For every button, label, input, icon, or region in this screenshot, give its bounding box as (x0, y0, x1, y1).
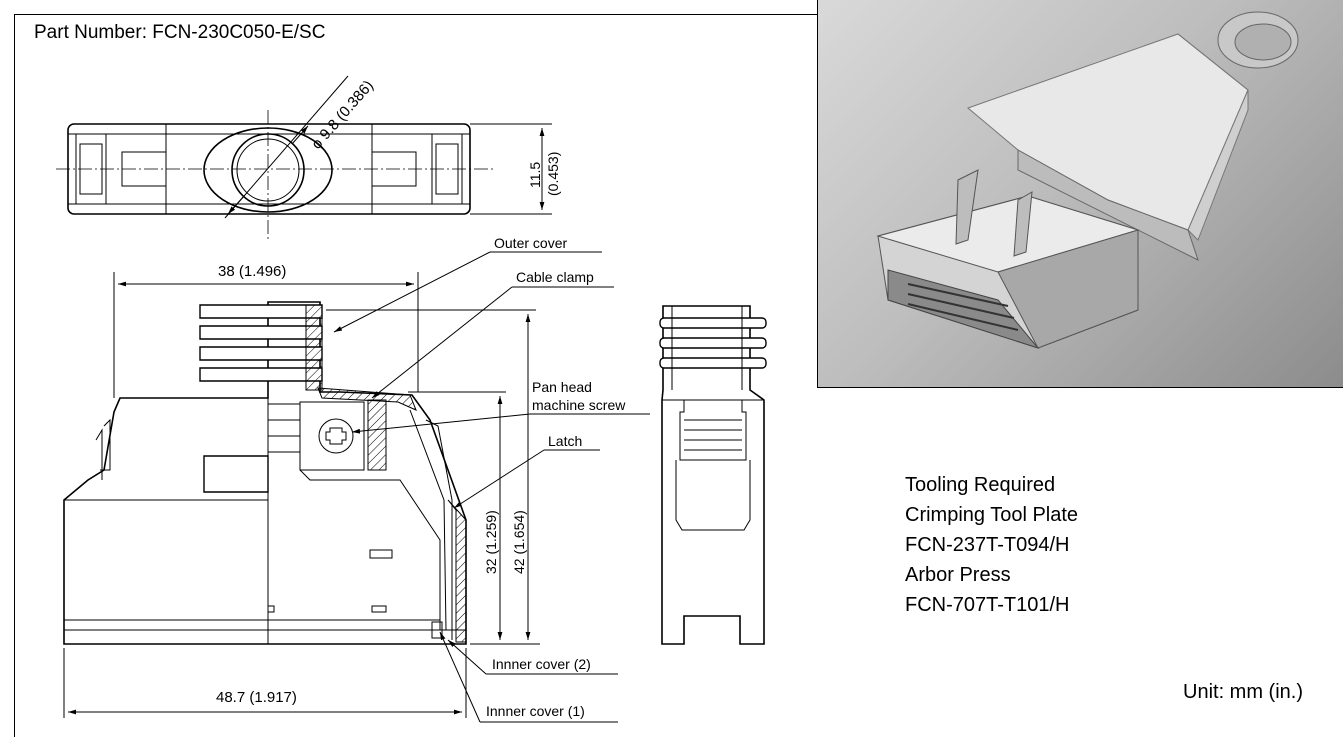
frame-left-border (14, 14, 15, 737)
callout-cable-clamp: Cable clamp (516, 269, 594, 285)
tooling-line-2: Crimping Tool Plate (905, 504, 1079, 526)
tooling-required-block: Tooling Required Crimping Tool Plate FCN… (905, 470, 1078, 620)
height-label-in: (0.453) (545, 152, 561, 196)
callout-screw-line2: machine screw (532, 397, 626, 413)
unit-label: Unit: mm (in.) (1183, 681, 1303, 703)
product-photo (817, 0, 1343, 388)
tooling-line-5: FCN-707T-T101/H (905, 594, 1070, 616)
callout-inner-cover-2: Innner cover (2) (492, 656, 591, 672)
top-view: ϕ 9.8 (0.386) 11.5 (0.453) (56, 75, 561, 240)
callout-outer-cover: Outer cover (494, 235, 567, 251)
tooling-line-1: Tooling Required (905, 474, 1056, 496)
callouts: Outer cover Cable clamp Pan head machine… (333, 235, 650, 723)
height-label-mm: 11.5 (527, 162, 543, 188)
tooling-line-3: FCN-237T-T094/H (905, 534, 1070, 556)
callout-screw-line1: Pan head (532, 379, 592, 395)
pan-head-screw (318, 418, 354, 454)
callout-latch: Latch (548, 433, 582, 449)
side-section-view: 38 (1.496) 48.7 (1.917) 32 (1.259) 42 (1… (63, 263, 540, 718)
end-view-outline (661, 305, 765, 645)
callout-inner-cover-1: Innner cover (1) (486, 703, 585, 719)
end-view (659, 305, 767, 645)
frame-top-border (14, 14, 817, 15)
width-label: 38 (1.496) (218, 263, 286, 280)
overall-width-label: 48.7 (1.917) (216, 689, 297, 706)
diameter-label: ϕ 9.8 (0.386) (308, 77, 377, 152)
connector-photo-illustration (876, 11, 1299, 349)
part-number-title: Part Number: FCN-230C050-E/SC (34, 22, 326, 43)
tooling-line-4: Arbor Press (905, 564, 1011, 586)
height-32-label: 32 (1.259) (483, 510, 499, 574)
height-42-label: 42 (1.654) (511, 510, 527, 574)
